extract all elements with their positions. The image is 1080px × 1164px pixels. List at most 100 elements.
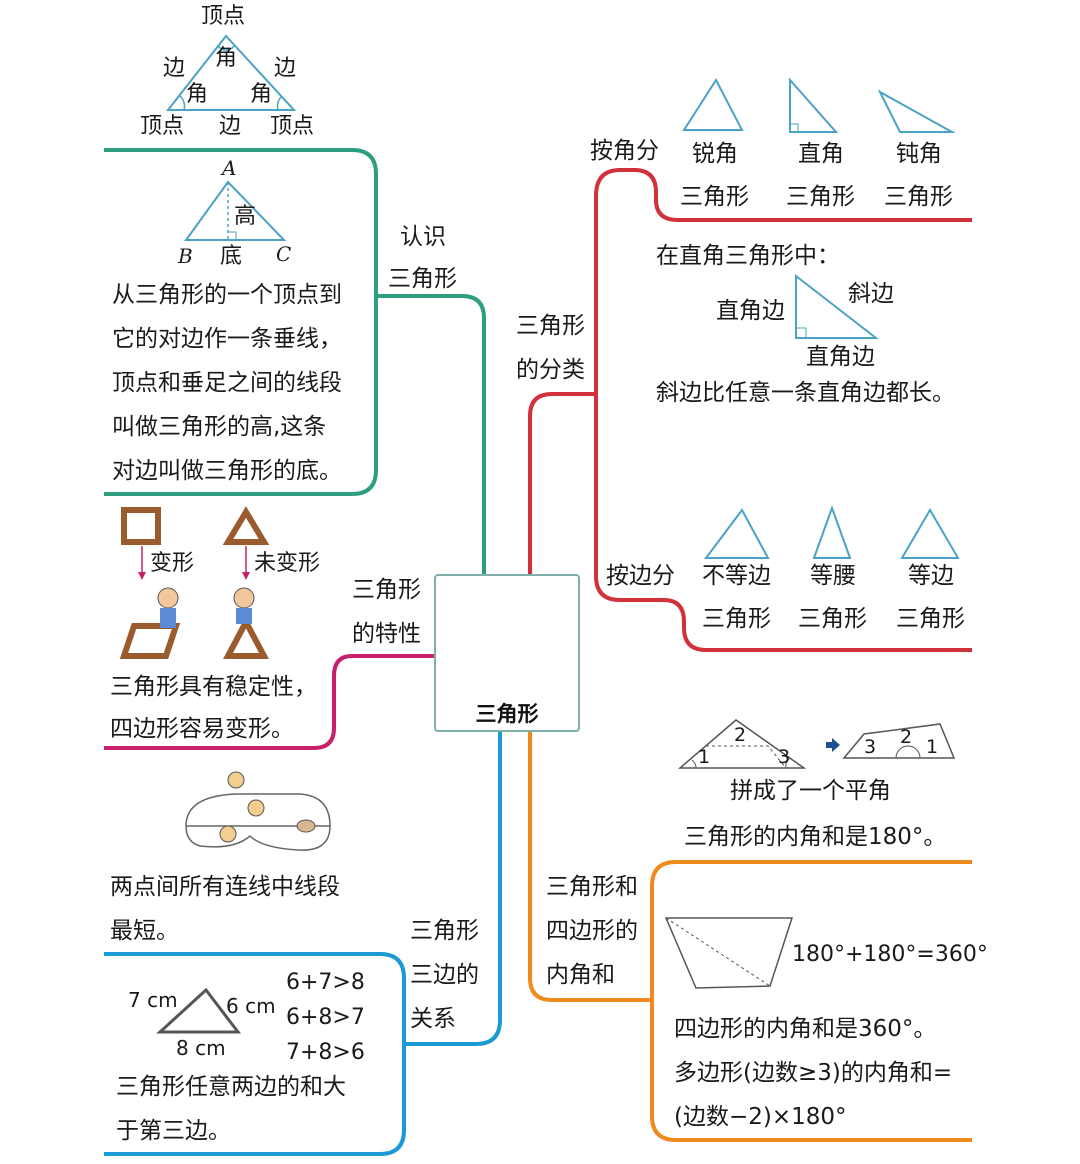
branch-label-sides-2: 三边的 [410,962,479,988]
equilateral-label: 等边 [908,563,954,589]
right-triangle-figure [789,77,839,133]
torn-triangle-figure [677,719,807,769]
connector-angles [528,728,652,1002]
vertex-label-top: 顶点 [201,4,246,29]
side-length-left: 7 cm [128,988,178,1012]
hypotenuse-label: 斜边 [848,281,894,307]
edge-label-bottom: 边 [219,114,242,139]
by-angle-label: 按角分 [590,138,659,164]
triangle-angle-sum: 三角形的内角和是180°。 [684,824,947,850]
definition-line: 从三角形的一个顶点到 [112,282,342,308]
polygon-formula-line: 多边形(边数≥3)的内角和= [674,1060,953,1086]
quad-formula: 180°+180°=360° [792,942,988,967]
angle-label-top: 角 [215,46,238,71]
sides-text: 于第三边。 [116,1118,231,1144]
quadrilateral-figure [664,917,794,989]
angle-number: 3 [864,736,877,758]
branch-label-angles: 三角形和 [546,874,638,900]
acute-triangle-figure [682,78,744,131]
angle-number: 1 [698,746,711,768]
branch-label-sides: 三角形 [410,918,479,944]
vertex-label-right: 顶点 [270,114,315,139]
branch-label-sides-3: 关系 [410,1006,456,1032]
branch-label-property-2: 的特性 [352,621,421,647]
not-deform-label: 未变形 [254,551,321,576]
triangle-frame-figure [222,506,270,545]
branch-label-property: 三角形 [352,577,421,603]
vertex-label-left: 顶点 [140,114,185,139]
angle-number: 3 [778,746,791,768]
sides-text: 三角形任意两边的和大 [116,1074,346,1100]
obtuse-label-2: 三角形 [884,184,953,210]
leg-left-label: 直角边 [716,298,785,324]
edge-label-right: 边 [274,56,297,81]
isosceles-label-2: 三角形 [798,606,867,632]
property-text: 三角形具有稳定性， [110,674,317,700]
sides-triangle-figure [156,987,242,1034]
definition-line: 叫做三角形的高,这条 [112,414,327,440]
angle-label-left: 角 [186,82,209,107]
isosceles-label: 等腰 [810,563,856,589]
point-c-label: C [276,242,292,266]
polygon-formula-line: (边数−2)×180° [674,1104,847,1130]
branch-label-recognize: 认识 [400,224,446,250]
height-triangle-figure [184,180,287,241]
angle-number: 2 [734,724,747,746]
height-label: 高 [234,204,257,229]
branch-line-classification [594,168,972,652]
right-label-2: 三角形 [786,184,855,210]
connector-classification [528,392,596,574]
isosceles-triangle-figure [812,505,852,559]
side-length-right: 6 cm [226,994,276,1018]
hypotenuse-conclusion: 斜边比任意一条直角边都长。 [656,380,955,406]
branch-line-angles [650,860,972,1142]
connector-recognize [376,294,486,574]
labeled-triangle-figure [165,34,297,111]
equilateral-triangle-figure [900,508,960,559]
center-node [434,574,580,732]
shortest-path-figure [185,771,331,851]
side-length-bottom: 8 cm [176,1036,226,1060]
acute-label-2: 三角形 [680,184,749,210]
angle-number: 1 [926,736,939,758]
branch-label-classification-2: 的分类 [516,357,585,383]
right-triangle-intro: 在直角三角形中： [656,243,840,269]
branch-label-recognize-2: 三角形 [388,266,457,292]
arrow-icon [826,738,840,752]
scalene-triangle-figure [704,508,770,559]
connector-sides [404,728,502,1046]
inequality: 6+7>8 [286,970,365,995]
parallelogram-frame-figure [119,587,181,659]
by-side-label: 按边分 [606,563,675,589]
scalene-label: 不等边 [702,563,771,589]
center-title: 三角形 [475,702,539,726]
equilateral-label-2: 三角形 [896,606,965,632]
straight-angle-figure [842,723,956,759]
point-a-label: A [222,156,237,180]
point-b-label: B [178,244,193,268]
branch-label-classification: 三角形 [516,313,585,339]
obtuse-label: 钝角 [896,141,942,167]
quad-angle-sum: 四边形的内角和是360°。 [674,1016,937,1042]
definition-line: 对边叫做三角形的底。 [112,458,342,484]
square-frame-figure [121,507,161,545]
angle-number: 2 [900,726,913,748]
inequality: 7+8>6 [286,1040,365,1065]
branch-label-angles-3: 内角和 [546,962,615,988]
leg-bottom-label: 直角边 [806,344,875,370]
edge-label-left: 边 [163,56,186,81]
branch-line-recognize [104,148,378,496]
angle-label-right: 角 [250,82,273,107]
branch-line-property [104,654,434,750]
obtuse-triangle-figure [877,89,956,133]
segment-text: 两点间所有连线中线段 [110,874,340,900]
branch-line-sides [104,952,406,1156]
right-label: 直角 [798,141,844,167]
branch-label-angles-2: 四边形的 [546,918,638,944]
hypotenuse-triangle-figure [795,273,879,339]
inequality: 6+8>7 [286,1005,365,1030]
segment-text: 最短。 [110,918,179,944]
property-text: 四边形容易变形。 [110,716,294,742]
deform-label: 变形 [150,551,195,576]
